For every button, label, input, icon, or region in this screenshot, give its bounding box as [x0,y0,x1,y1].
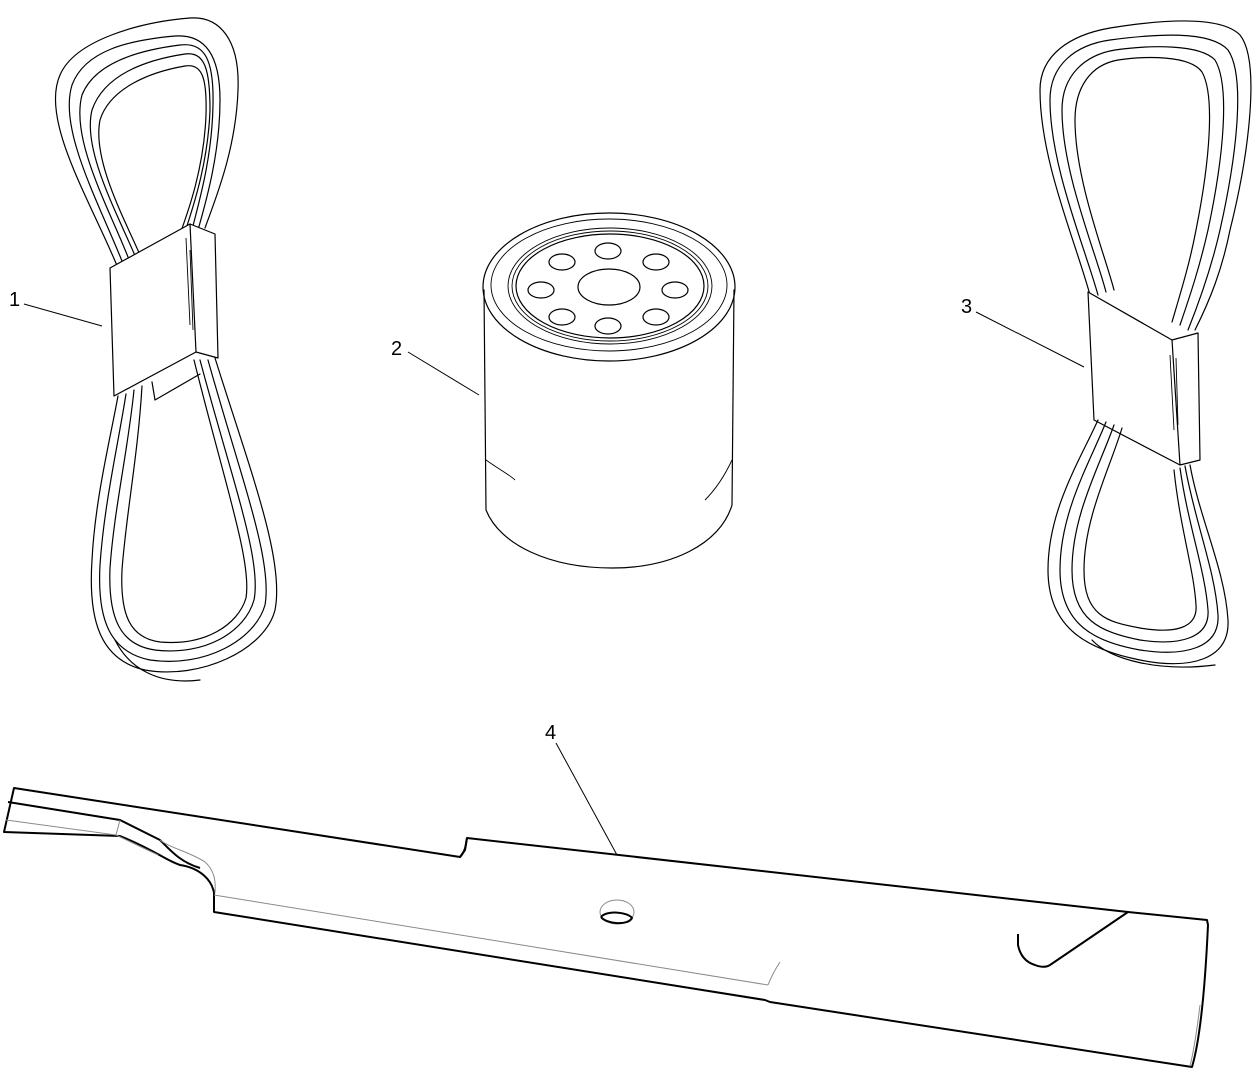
callout-4: 4 [545,722,557,744]
callout-3: 3 [961,296,973,318]
leader-line-1 [23,303,103,327]
leader-line-4 [555,742,618,856]
belt-part-3 [1039,20,1252,668]
leader-line-2 [407,351,480,396]
leader-line-3 [975,311,1085,368]
callout-1: 1 [9,289,21,311]
belt-part-1 [54,17,278,682]
oil-filter-part-2 [482,212,736,569]
callout-2: 2 [391,338,403,360]
blade-part-4 [3,787,1209,1068]
